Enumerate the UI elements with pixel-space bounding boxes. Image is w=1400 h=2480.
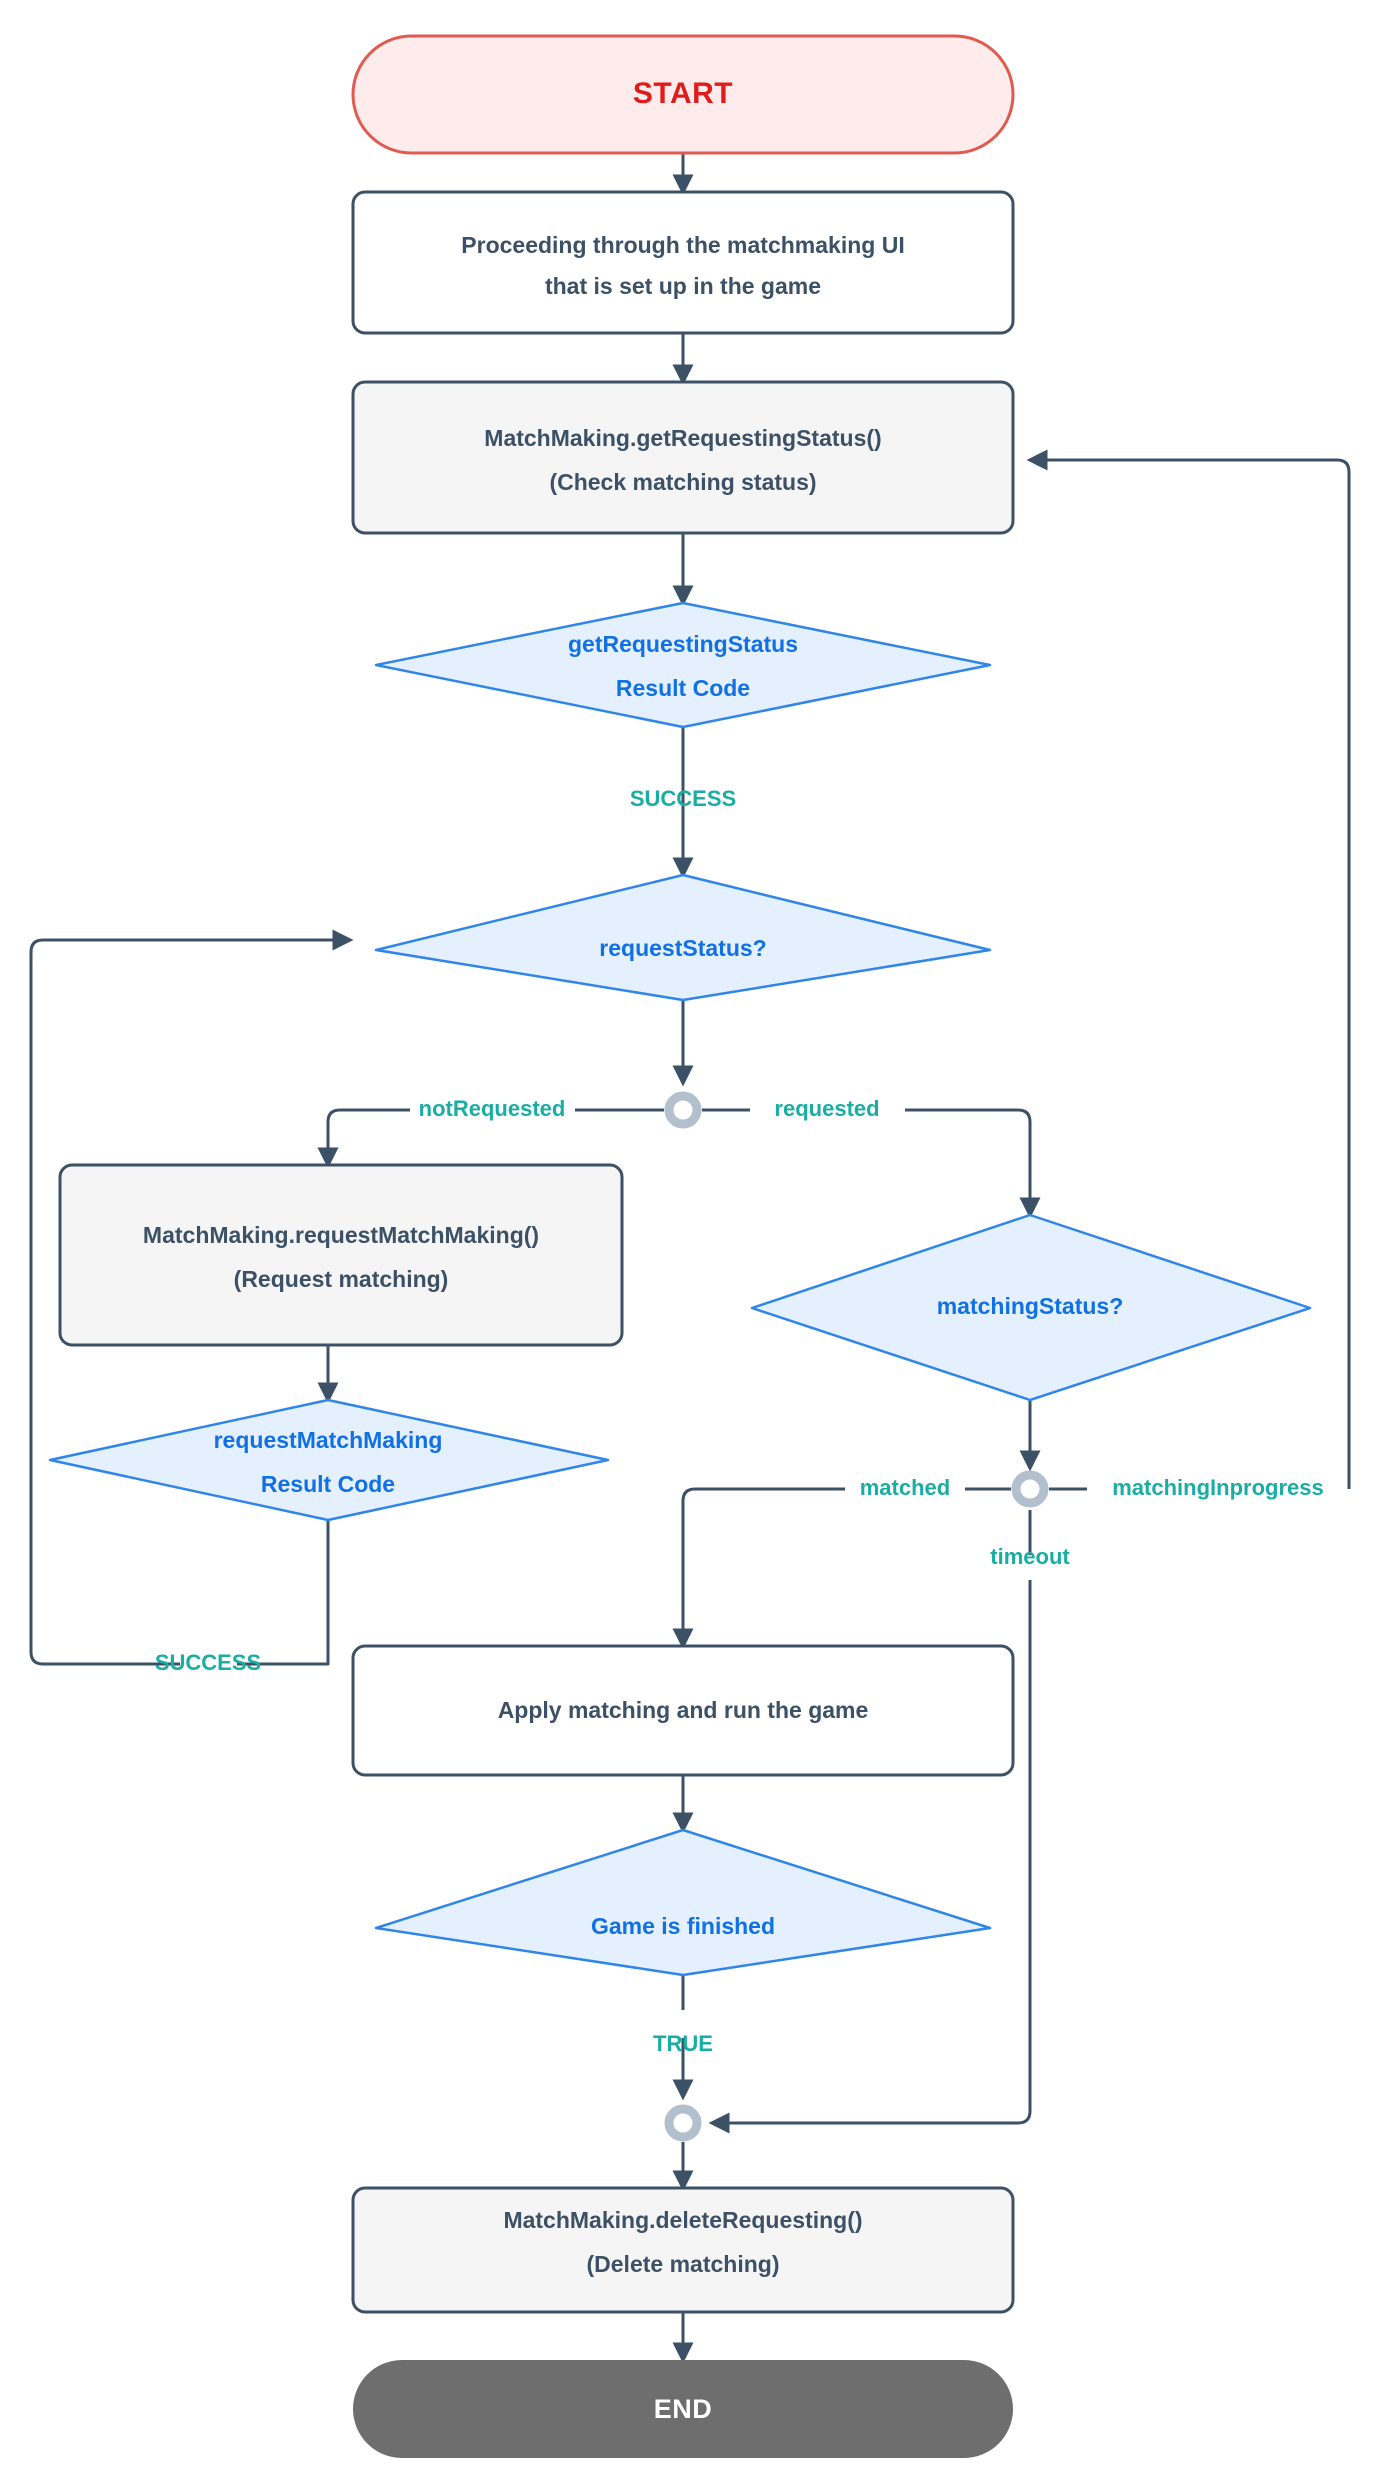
node-get-requesting-status[interactable]: MatchMaking.getRequestingStatus() (Check…	[351, 380, 1015, 535]
edge-requested-to-matchingstatus	[905, 1108, 1041, 1219]
request-match-result-shape	[48, 1398, 610, 1522]
request-match-shape	[58, 1163, 624, 1347]
start-label: START	[633, 77, 733, 110]
node-start[interactable]: START	[351, 34, 1015, 155]
request-status-label: requestStatus?	[599, 935, 766, 961]
matching-status-junction-icon	[1011, 1470, 1049, 1508]
delete-requesting-line1: MatchMaking.deleteRequesting()	[503, 2207, 862, 2233]
edge-label-timeout: timeout	[990, 1544, 1070, 1569]
edges-layer	[29, 153, 1351, 2364]
end-label: END	[654, 2394, 713, 2424]
game-finished-shape	[374, 1828, 992, 1977]
node-delete-requesting[interactable]: MatchMaking.deleteRequesting() (Delete m…	[351, 2186, 1015, 2314]
edge-label-success-top: SUCCESS	[630, 786, 736, 811]
node-game-finished[interactable]: Game is finished	[374, 1828, 992, 1977]
ui-step-line2: that is set up in the game	[545, 273, 821, 299]
end-merge-junction-icon	[664, 2104, 702, 2142]
edge-requestmatchresult-success-loop	[29, 940, 350, 1666]
get-status-result-shape	[374, 601, 992, 729]
start-shape	[351, 34, 1015, 155]
edge-label-matching-inprogress: matchingInprogress	[1112, 1475, 1323, 1500]
matching-status-label: matchingStatus?	[937, 1293, 1124, 1319]
node-apply-matching[interactable]: Apply matching and run the game	[351, 1644, 1015, 1777]
delete-requesting-line2: (Delete matching)	[587, 2251, 780, 2277]
request-match-line2: (Request matching)	[234, 1266, 449, 1292]
node-ui-step[interactable]: Proceeding through the matchmaking UI th…	[351, 190, 1015, 335]
game-finished-label: Game is finished	[591, 1913, 775, 1939]
ui-step-line1: Proceeding through the matchmaking UI	[461, 232, 904, 258]
edge-timeout-to-merge	[708, 1580, 1032, 2134]
node-request-status[interactable]: requestStatus?	[374, 873, 992, 1002]
edge-label-requested: requested	[774, 1096, 879, 1121]
node-request-match-result[interactable]: requestMatchMaking Result Code	[48, 1398, 610, 1522]
edge-labels-layer: SUCCESS notRequested requested SUCCESS m…	[155, 786, 1324, 2056]
apply-matching-label: Apply matching and run the game	[498, 1697, 869, 1723]
matching-status-shape	[750, 1213, 1312, 1402]
edge-matched-to-applymatching	[672, 1487, 845, 1650]
get-status-shape	[351, 380, 1015, 535]
apply-matching-shape	[351, 1644, 1015, 1777]
request-match-line1: MatchMaking.requestMatchMaking()	[143, 1222, 539, 1248]
request-match-result-line1: requestMatchMaking	[214, 1427, 443, 1453]
node-get-status-result[interactable]: getRequestingStatus Result Code	[374, 601, 992, 729]
node-end[interactable]: END	[353, 2360, 1013, 2458]
edge-label-true: TRUE	[653, 2031, 713, 2056]
end-shape	[353, 2360, 1013, 2458]
get-status-result-line2: Result Code	[616, 675, 750, 701]
junction-merge-end	[664, 2104, 702, 2142]
delete-requesting-shape	[351, 2186, 1015, 2314]
node-request-matchmaking[interactable]: MatchMaking.requestMatchMaking() (Reques…	[58, 1163, 624, 1347]
get-status-line1: MatchMaking.getRequestingStatus()	[484, 425, 881, 451]
edge-label-success-left: SUCCESS	[155, 1650, 261, 1675]
ui-step-shape	[351, 190, 1015, 335]
edge-matchinginprogress-loop	[1026, 449, 1351, 1489]
request-match-result-line2: Result Code	[261, 1471, 395, 1497]
junction-matching-status	[1011, 1470, 1049, 1508]
junction-request-status	[664, 1091, 702, 1129]
request-status-shape	[374, 873, 992, 1002]
edge-notrequested-to-requestmatch	[317, 1108, 410, 1169]
edge-label-not-requested: notRequested	[419, 1096, 566, 1121]
get-status-result-line1: getRequestingStatus	[568, 631, 798, 657]
node-matching-status[interactable]: matchingStatus?	[750, 1213, 1312, 1402]
get-status-line2: (Check matching status)	[549, 469, 816, 495]
request-status-junction-icon	[664, 1091, 702, 1129]
edge-label-matched: matched	[860, 1475, 950, 1500]
